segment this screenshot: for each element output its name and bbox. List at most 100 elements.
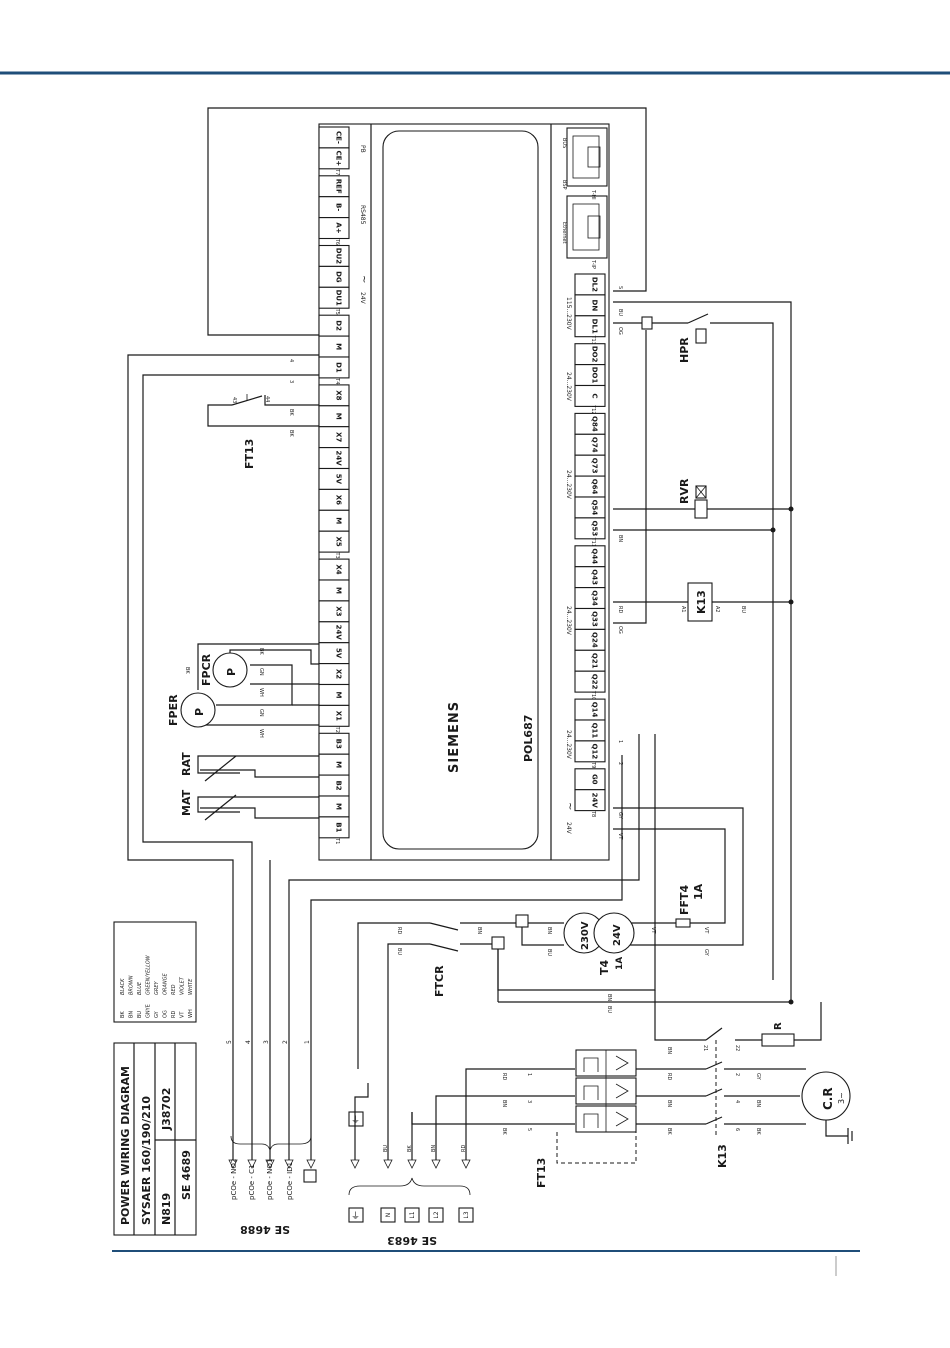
wl-bk-x8: BK bbox=[288, 409, 294, 416]
t-ip-label: T-IP bbox=[590, 259, 596, 269]
right-terminal-label: DN bbox=[591, 300, 599, 312]
pb-label: PB bbox=[359, 145, 366, 153]
wl-og-dl1: OG bbox=[617, 327, 623, 335]
left-terminal: B2 bbox=[318, 774, 350, 797]
right-terminal: DN bbox=[574, 294, 606, 317]
se4683-pin-box bbox=[428, 1207, 444, 1223]
right-terminal: Q43 bbox=[574, 566, 606, 589]
right-terminal-label: Q64 bbox=[591, 479, 599, 495]
se4683-earth-box bbox=[348, 1207, 364, 1223]
right-terminal: Q84 bbox=[574, 412, 606, 435]
legend-code: BN bbox=[129, 1011, 135, 1018]
t4-secondary-label: 24V bbox=[612, 924, 623, 946]
se4683-wire-label: BN bbox=[431, 1145, 437, 1152]
right-terminal-label: C bbox=[591, 393, 599, 398]
left-terminal: X5 bbox=[318, 530, 350, 553]
wl-gn-fpcr: GN bbox=[258, 668, 264, 676]
wire-dn-bu bbox=[613, 301, 792, 1002]
left-terminal: X8 bbox=[318, 384, 350, 407]
ethernet-label: Ethernet bbox=[561, 222, 567, 244]
right-terminal-label: Q74 bbox=[591, 437, 599, 453]
right-terminal-label: DL2 bbox=[591, 277, 599, 292]
k13-main-contact-2 bbox=[705, 1088, 723, 1097]
wire-q12 bbox=[310, 755, 623, 1112]
right-terminal: Q54 bbox=[574, 496, 606, 519]
colour-legend: BKBLACKBNBROWNBUBLUEGNYEGREEN/YELLOWGYGR… bbox=[120, 954, 194, 1018]
left-terminal: X4 bbox=[318, 558, 350, 581]
se4683-wire-label: RD bbox=[461, 1145, 467, 1152]
legend-name: BROWN bbox=[129, 975, 135, 995]
wl-bk-motor: BK bbox=[755, 1128, 761, 1135]
right-terminal: Q33 bbox=[574, 607, 606, 630]
right-terminal-label: DO2 bbox=[591, 346, 599, 363]
mat-wire-b bbox=[200, 807, 319, 819]
rvr-label: RVR bbox=[678, 478, 691, 504]
junction-k13 bbox=[788, 599, 794, 605]
right-terminal-label: Q22 bbox=[591, 674, 599, 690]
terminal-arrow bbox=[383, 1159, 393, 1169]
rs485-label: RS485 bbox=[359, 205, 366, 225]
wl-a1: A1 bbox=[680, 606, 686, 613]
terminal-arrow bbox=[461, 1159, 471, 1169]
terminal-arrows bbox=[228, 1112, 471, 1169]
legend-name: VIOLET bbox=[180, 976, 186, 995]
wl-vt-24v: VT bbox=[617, 833, 623, 840]
right-terminal-label: Q43 bbox=[591, 569, 599, 585]
wl-3: 3 bbox=[288, 380, 294, 383]
wire-label-layer: S BU OG BN RD OG BU A1 A2 1 2 GY VT 4 3 … bbox=[184, 286, 761, 1135]
left-terminal: 5V bbox=[318, 642, 350, 665]
left-terminal: X7 bbox=[318, 426, 350, 449]
wl-bu-ftcr: BU bbox=[396, 948, 402, 955]
left-terminal-label: DU1 bbox=[335, 290, 343, 306]
title-block bbox=[113, 1042, 197, 1236]
right-group-label: T11 bbox=[590, 537, 596, 547]
bus-label: BUS bbox=[561, 138, 567, 148]
right-terminal: Q22 bbox=[574, 670, 606, 693]
left-terminal-label: D2 bbox=[335, 320, 343, 331]
se4683-brace bbox=[348, 1177, 471, 1196]
mat-sensor-mark bbox=[204, 794, 237, 821]
se4688-wire-number: 4 bbox=[245, 1040, 252, 1044]
v24-230-d-label: 24...230V bbox=[565, 730, 572, 760]
left-terminal: B- bbox=[318, 196, 350, 219]
right-terminal: Q64 bbox=[574, 475, 606, 498]
legend-name: ORANGE bbox=[163, 973, 169, 995]
hpr-contact bbox=[687, 313, 709, 324]
fft4-rating: 1A bbox=[692, 883, 705, 900]
wl-bn-line: BN bbox=[501, 1100, 507, 1107]
ftcr-label: FTCR bbox=[433, 965, 446, 997]
wire-q33-og bbox=[613, 330, 647, 624]
v24-230-a-label: 24...230V bbox=[565, 372, 572, 402]
legend-name: BLACK bbox=[120, 978, 126, 995]
right-terminal-column: DL2DNDL1T13DO2DO1CT12Q84Q74Q73Q64Q54Q53T… bbox=[574, 273, 606, 817]
left-group-label: T1 bbox=[334, 837, 340, 844]
left-terminal: D1 bbox=[318, 356, 350, 379]
wl-wh-fper: WH bbox=[258, 729, 264, 738]
left-terminal-label: M bbox=[335, 343, 343, 350]
ft13-top-label: FT13 bbox=[243, 439, 256, 469]
terminal-arrow bbox=[407, 1159, 417, 1169]
wire-x8 bbox=[264, 395, 319, 406]
wl-k3: 3 bbox=[526, 1100, 532, 1103]
wl-2: 2 bbox=[617, 762, 623, 765]
legend-code: BK bbox=[120, 1011, 126, 1018]
legend-name: BLUE bbox=[137, 981, 143, 995]
wl-bk-m: BK bbox=[288, 430, 294, 437]
legend-name: RED bbox=[171, 984, 177, 995]
left-terminal-label: X2 bbox=[335, 669, 343, 679]
left-terminal-label: M bbox=[335, 803, 343, 810]
se4683-pin-box bbox=[458, 1207, 474, 1223]
left-terminal: X2 bbox=[318, 663, 350, 686]
wl-bn-k21: BN bbox=[666, 1047, 672, 1054]
se4688-brace bbox=[230, 1135, 312, 1152]
wire-24v-vt bbox=[613, 828, 726, 924]
left-terminal: M bbox=[318, 405, 350, 428]
legend-code: OG bbox=[163, 1010, 169, 1018]
wl-rd-k13: RD bbox=[666, 1073, 672, 1080]
wire-rd-ftcr bbox=[357, 922, 430, 1069]
se4683-pin-box bbox=[404, 1207, 420, 1223]
wl-bn-ftcr: BN bbox=[476, 927, 482, 934]
right-terminal: Q24 bbox=[574, 628, 606, 651]
